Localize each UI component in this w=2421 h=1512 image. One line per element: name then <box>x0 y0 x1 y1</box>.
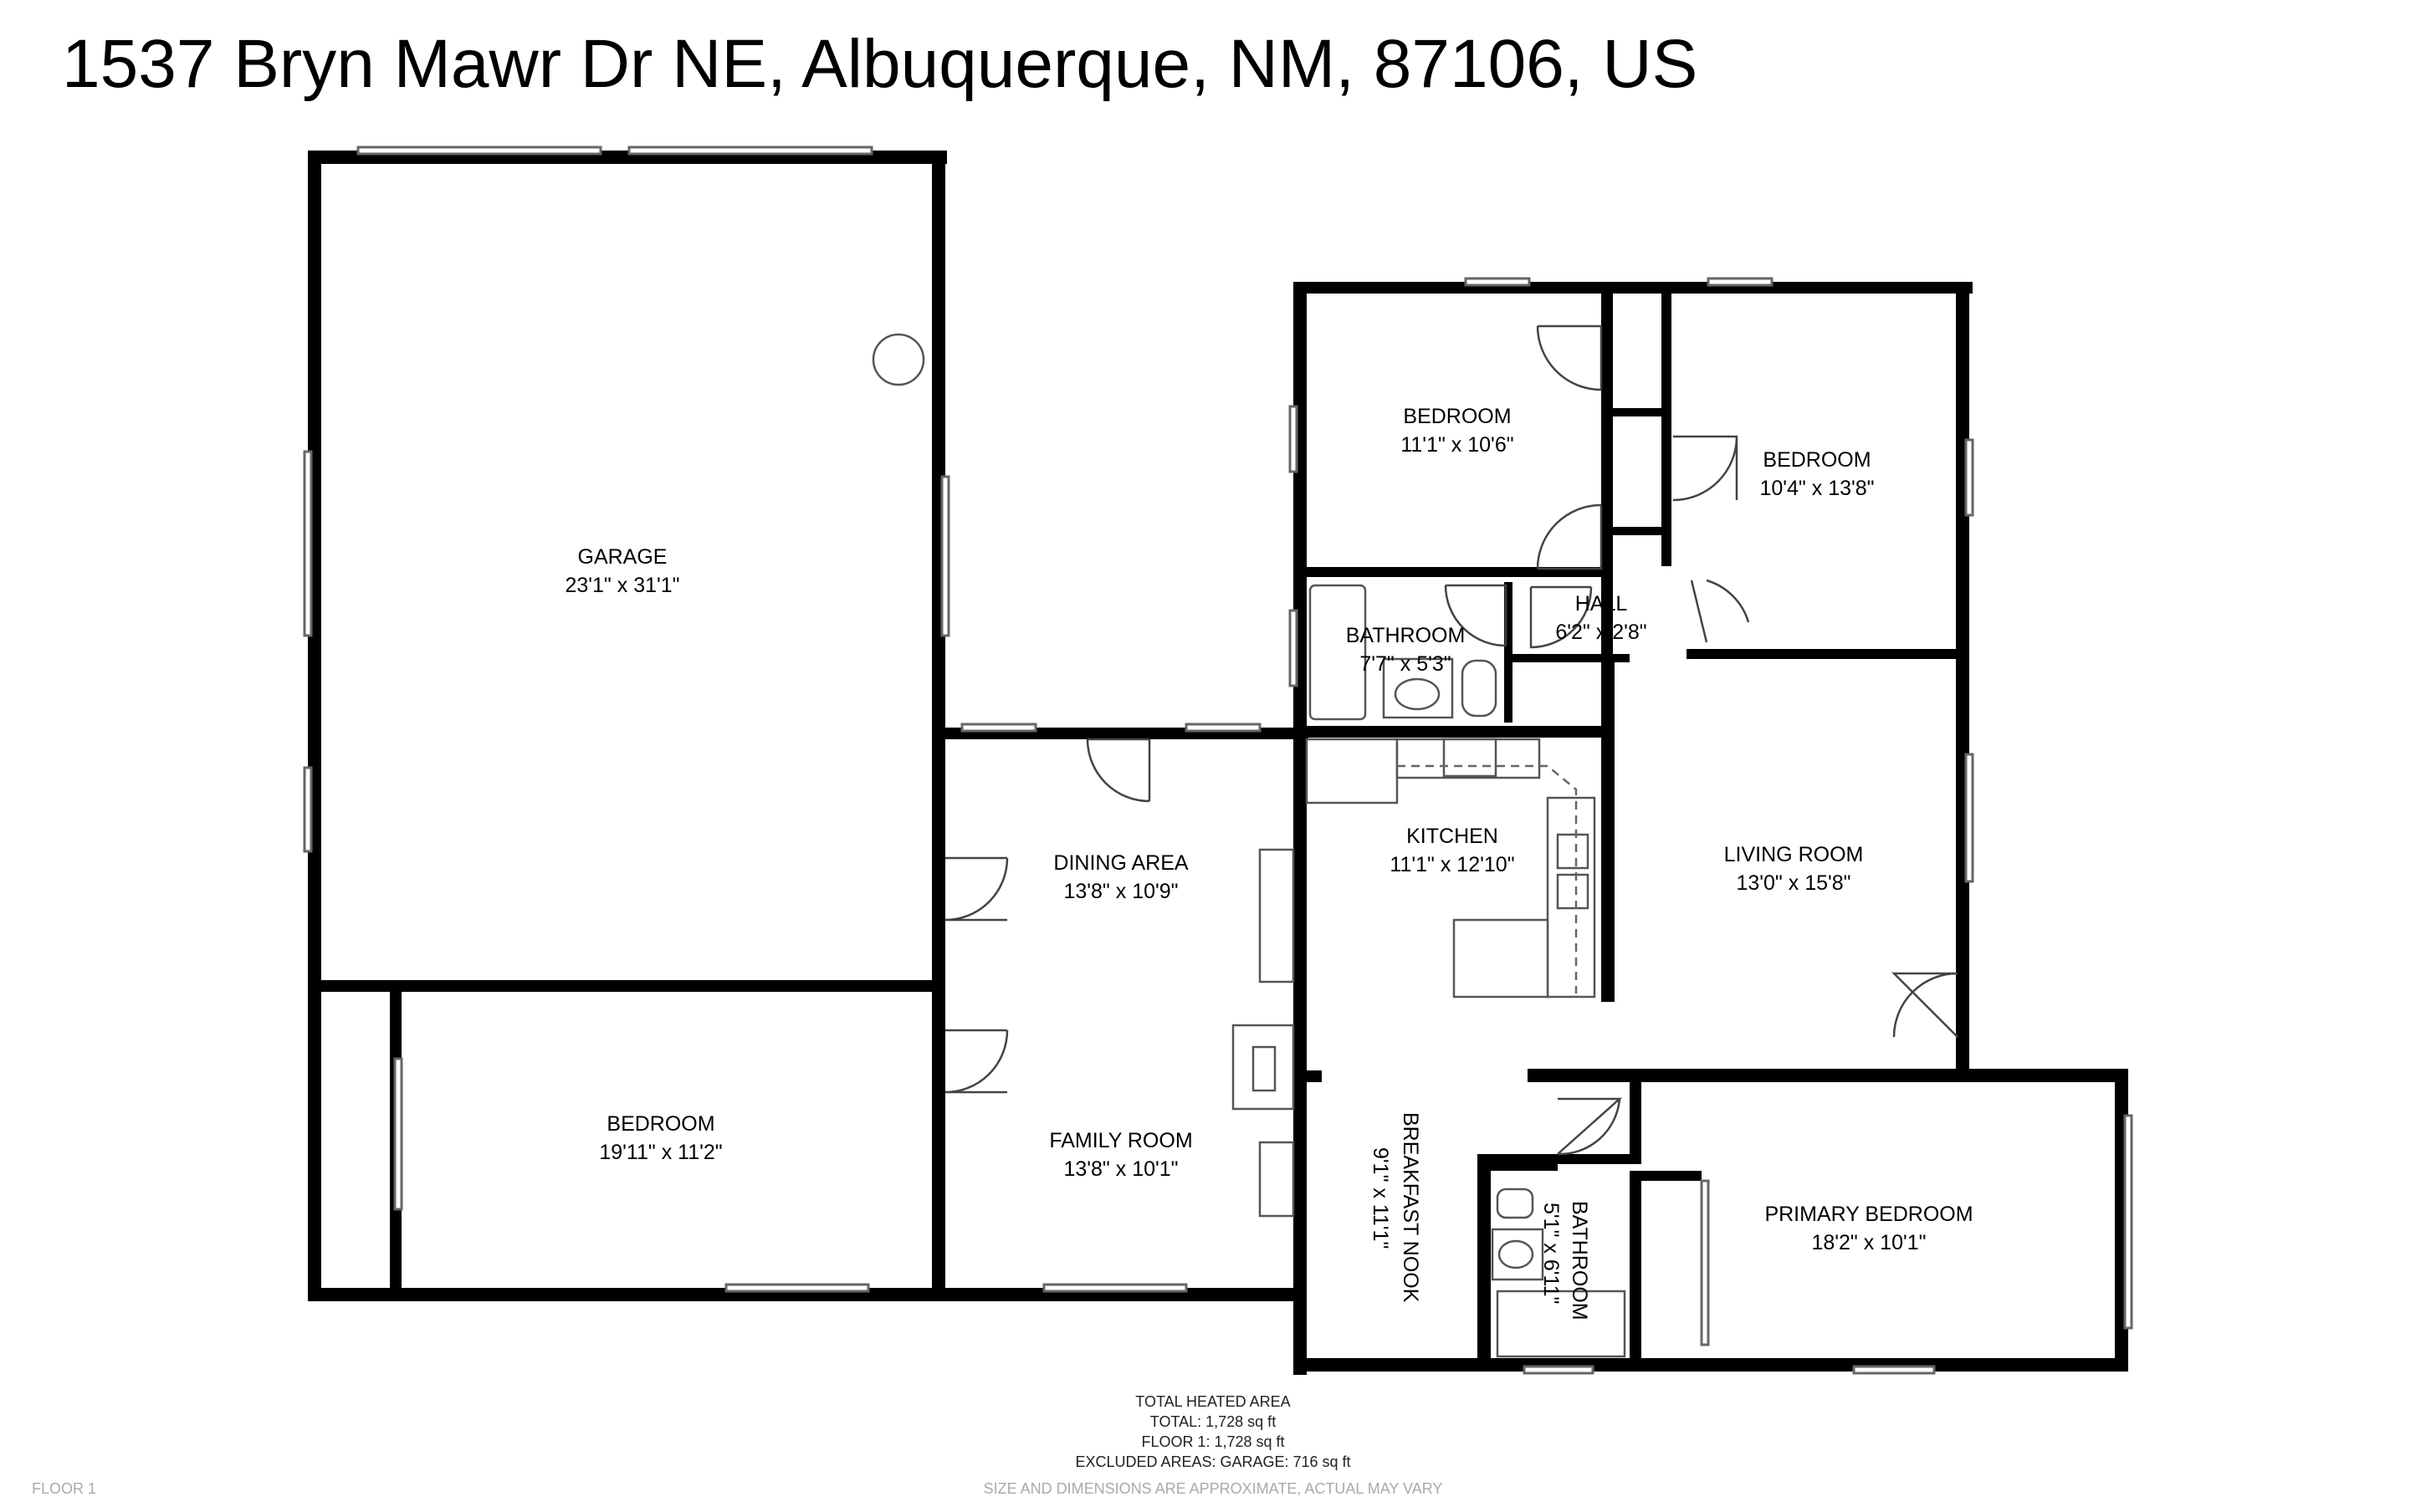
hall-name: HALL <box>1575 592 1628 616</box>
bedroom-northeast-name: BEDROOM <box>1763 448 1871 472</box>
doors <box>944 324 1958 1156</box>
breakfast-nook-name: BREAKFAST NOOK <box>1399 1112 1422 1303</box>
kitchen-size: 11'1" x 12'10" <box>1390 853 1514 876</box>
primary-bedroom-size: 18'2" x 10'1" <box>1811 1231 1926 1254</box>
primary-bedroom-name: PRIMARY BEDROOM <box>1764 1203 1973 1226</box>
living-room-name: LIVING ROOM <box>1724 843 1864 866</box>
bedroom-northeast-size: 10'4" x 13'8" <box>1759 477 1874 500</box>
dining-area-size: 13'8" x 10'9" <box>1063 880 1178 903</box>
kitchen-name: KITCHEN <box>1406 825 1498 848</box>
area-heading: TOTAL HEATED AREA <box>1135 1393 1291 1410</box>
dining-area-name: DINING AREA <box>1053 851 1188 875</box>
garage-name: GARAGE <box>578 545 668 569</box>
area-excluded: EXCLUDED AREAS: GARAGE: 716 sq ft <box>1075 1453 1351 1470</box>
living-room-size: 13'0" x 15'8" <box>1736 871 1850 895</box>
hall-size: 6'2" x 2'8" <box>1555 621 1646 644</box>
breakfast-nook-size: 9'1" x 11'1" <box>1369 1147 1392 1249</box>
address-title: 1537 Bryn Mawr Dr NE, Albuquerque, NM, 8… <box>62 26 1698 102</box>
fixtures <box>872 333 1626 1358</box>
garage-size: 23'1" x 31'1" <box>565 574 679 597</box>
bathroom-north-name: BATHROOM <box>1346 624 1466 647</box>
room-labels: GARAGE 23'1" x 31'1" BEDROOM 11'1" x 10'… <box>565 405 1973 1320</box>
area-total: TOTAL: 1,728 sq ft <box>1149 1413 1277 1430</box>
bathroom-south-size: 5'1" x 6'11" <box>1539 1203 1563 1304</box>
bathroom-north-size: 7'7" x 5'3" <box>1359 652 1451 676</box>
bedroom-north-name: BEDROOM <box>1403 405 1511 428</box>
walls <box>308 151 2128 1375</box>
family-room-size: 13'8" x 10'1" <box>1063 1157 1178 1181</box>
bedroom-north-size: 11'1" x 10'6" <box>1400 433 1513 457</box>
disclaimer: SIZE AND DIMENSIONS ARE APPROXIMATE, ACT… <box>983 1480 1443 1497</box>
floor-label: FLOOR 1 <box>32 1480 97 1497</box>
bedroom-west-name: BEDROOM <box>607 1112 714 1136</box>
windows <box>303 146 2133 1375</box>
bathroom-south-name: BATHROOM <box>1568 1201 1591 1320</box>
area-summary: TOTAL HEATED AREA TOTAL: 1,728 sq ft FLO… <box>962 1392 1464 1472</box>
family-room-name: FAMILY ROOM <box>1049 1129 1192 1152</box>
area-floor1: FLOOR 1: 1,728 sq ft <box>1141 1433 1285 1450</box>
bedroom-west-size: 19'11" x 11'2" <box>599 1141 722 1164</box>
